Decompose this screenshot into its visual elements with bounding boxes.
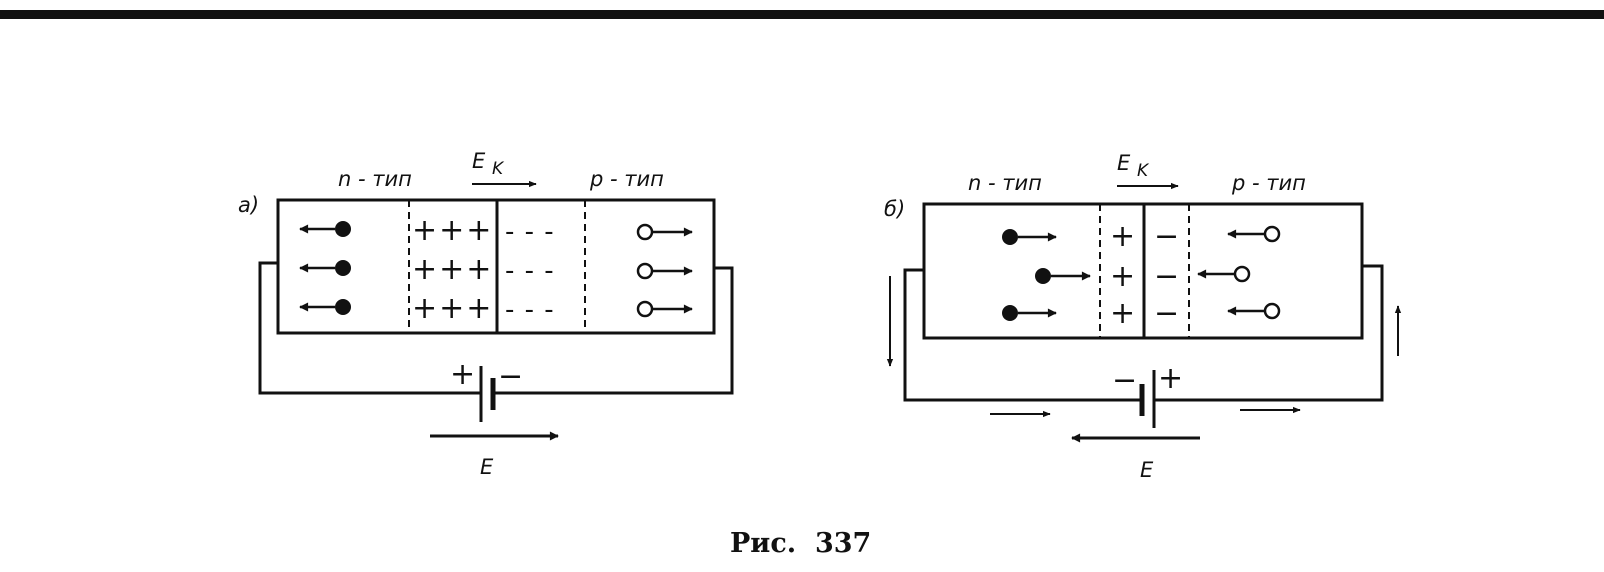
diagram-a-holes xyxy=(636,223,693,318)
diagram-b-n-label: n - тип xyxy=(968,171,1042,195)
hole xyxy=(636,223,654,241)
positive-charge-row: +++ xyxy=(412,252,493,287)
diagram-b-battery-plus: + xyxy=(1158,361,1183,396)
positive-charge: + xyxy=(1110,296,1135,331)
negative-charge-row: - - - xyxy=(505,295,555,325)
diagram-b-battery-minus: − xyxy=(1112,363,1137,398)
electron xyxy=(335,260,351,276)
hole xyxy=(1233,265,1251,283)
negative-charge-row: - - - xyxy=(505,256,555,286)
figure-caption: Рис. 337 xyxy=(730,528,871,559)
diagram-a-field-subscript: K xyxy=(492,159,505,179)
diagram-a-negative-ions: - - - - - - - - - xyxy=(505,217,555,325)
diagram-b-field-letter: E xyxy=(1117,151,1131,175)
negative-charge: − xyxy=(1154,219,1179,254)
diagram-b-p-label: p - тип xyxy=(1231,171,1306,195)
electron xyxy=(335,221,351,237)
diagram-b: б) n - тип p - тип E K + + + − xyxy=(884,151,1402,482)
hole xyxy=(636,300,654,318)
diagram-a-battery-plus: + xyxy=(450,357,475,392)
diagram-a-field-label: E K xyxy=(472,149,505,179)
hole xyxy=(1263,225,1281,243)
positive-charge-row: +++ xyxy=(412,291,493,326)
positive-charge: + xyxy=(1110,259,1135,294)
diagram-a-tag: а) xyxy=(238,193,259,217)
electron xyxy=(1002,229,1018,245)
hole xyxy=(636,262,654,280)
diagram-b-positive-ions: + + + xyxy=(1110,219,1135,331)
diagram-a-right-contact xyxy=(493,266,734,395)
negative-charge-row: - - - xyxy=(505,217,555,247)
diagram-a-positive-ions: +++ +++ +++ xyxy=(412,213,493,326)
electron xyxy=(1002,305,1018,321)
negative-charge: − xyxy=(1154,259,1179,294)
diagram-a-n-label: n - тип xyxy=(338,167,412,191)
diagram-a-left-contact xyxy=(258,261,481,395)
diagram-a-electrons xyxy=(299,221,351,315)
negative-charge: − xyxy=(1154,296,1179,331)
diagram-a-external-field-label: E xyxy=(480,455,494,479)
diagram-a-field-letter: E xyxy=(472,149,486,173)
diagram-a: а) n - тип p - тип E K +++ +++ +++ xyxy=(238,149,734,479)
diagram-b-right-contact xyxy=(1154,264,1384,402)
diagram-b-electrons xyxy=(1002,229,1091,321)
positive-charge: + xyxy=(1110,219,1135,254)
diagram-b-holes xyxy=(1197,225,1281,320)
positive-charge-row: +++ xyxy=(412,213,493,248)
diagram-b-tag: б) xyxy=(884,197,905,221)
electron xyxy=(335,299,351,315)
diagram-b-field-label: E K xyxy=(1117,151,1150,181)
hole xyxy=(1263,302,1281,320)
diagram-b-field-subscript: K xyxy=(1137,161,1150,181)
diagram-b-negative-ions: − − − xyxy=(1154,219,1179,331)
top-rule xyxy=(0,10,1604,19)
electron xyxy=(1035,268,1051,284)
diagram-a-p-label: p - тип xyxy=(589,167,664,191)
diagram-b-external-field-label: E xyxy=(1140,458,1154,482)
diagram-a-battery-minus: − xyxy=(498,359,523,394)
diagram-b-left-contact xyxy=(903,268,1142,402)
